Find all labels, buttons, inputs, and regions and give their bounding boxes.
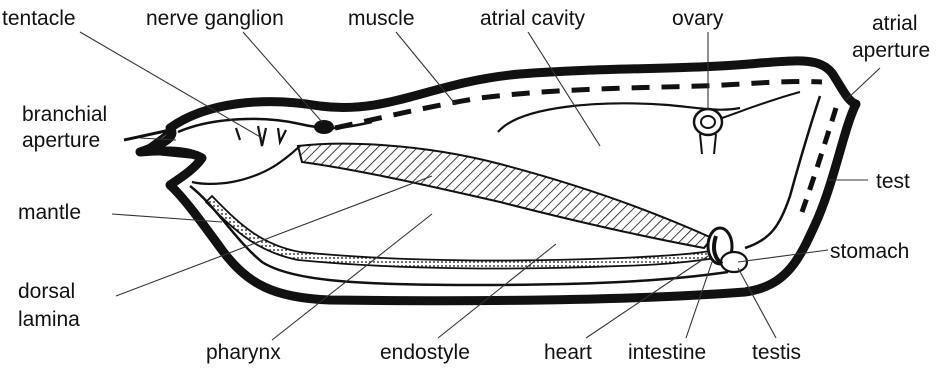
- label-heart: heart: [544, 341, 592, 364]
- label-muscle: muscle: [348, 7, 415, 30]
- label-mantle: mantle: [18, 201, 81, 224]
- label-dorsal-lamina-line1: dorsal: [18, 280, 75, 303]
- label-atrial-cavity: atrial cavity: [480, 7, 586, 30]
- label-endostyle: endostyle: [380, 341, 470, 364]
- label-dorsal-lamina-line2: lamina: [18, 308, 80, 331]
- label-ovary: ovary: [672, 7, 724, 30]
- label-test: test: [876, 170, 910, 193]
- label-branchial-aperture-line1: branchial: [22, 103, 107, 126]
- label-branchial-aperture-line2: aperture: [22, 129, 100, 152]
- leader-atrial-aperture: [846, 68, 880, 100]
- label-intestine: intestine: [628, 341, 706, 364]
- nerve-ganglion: [314, 120, 334, 134]
- label-tentacle: tentacle: [2, 7, 76, 30]
- label-pharynx: pharynx: [206, 341, 281, 364]
- ascidian-body: [124, 61, 856, 301]
- label-testis: testis: [752, 341, 801, 364]
- label-atrial-aperture-line1: atrial: [872, 12, 918, 35]
- label-stomach: stomach: [830, 240, 909, 263]
- label-atrial-aperture-line2: aperture: [852, 39, 930, 62]
- label-nerve-ganglion: nerve ganglion: [146, 7, 284, 30]
